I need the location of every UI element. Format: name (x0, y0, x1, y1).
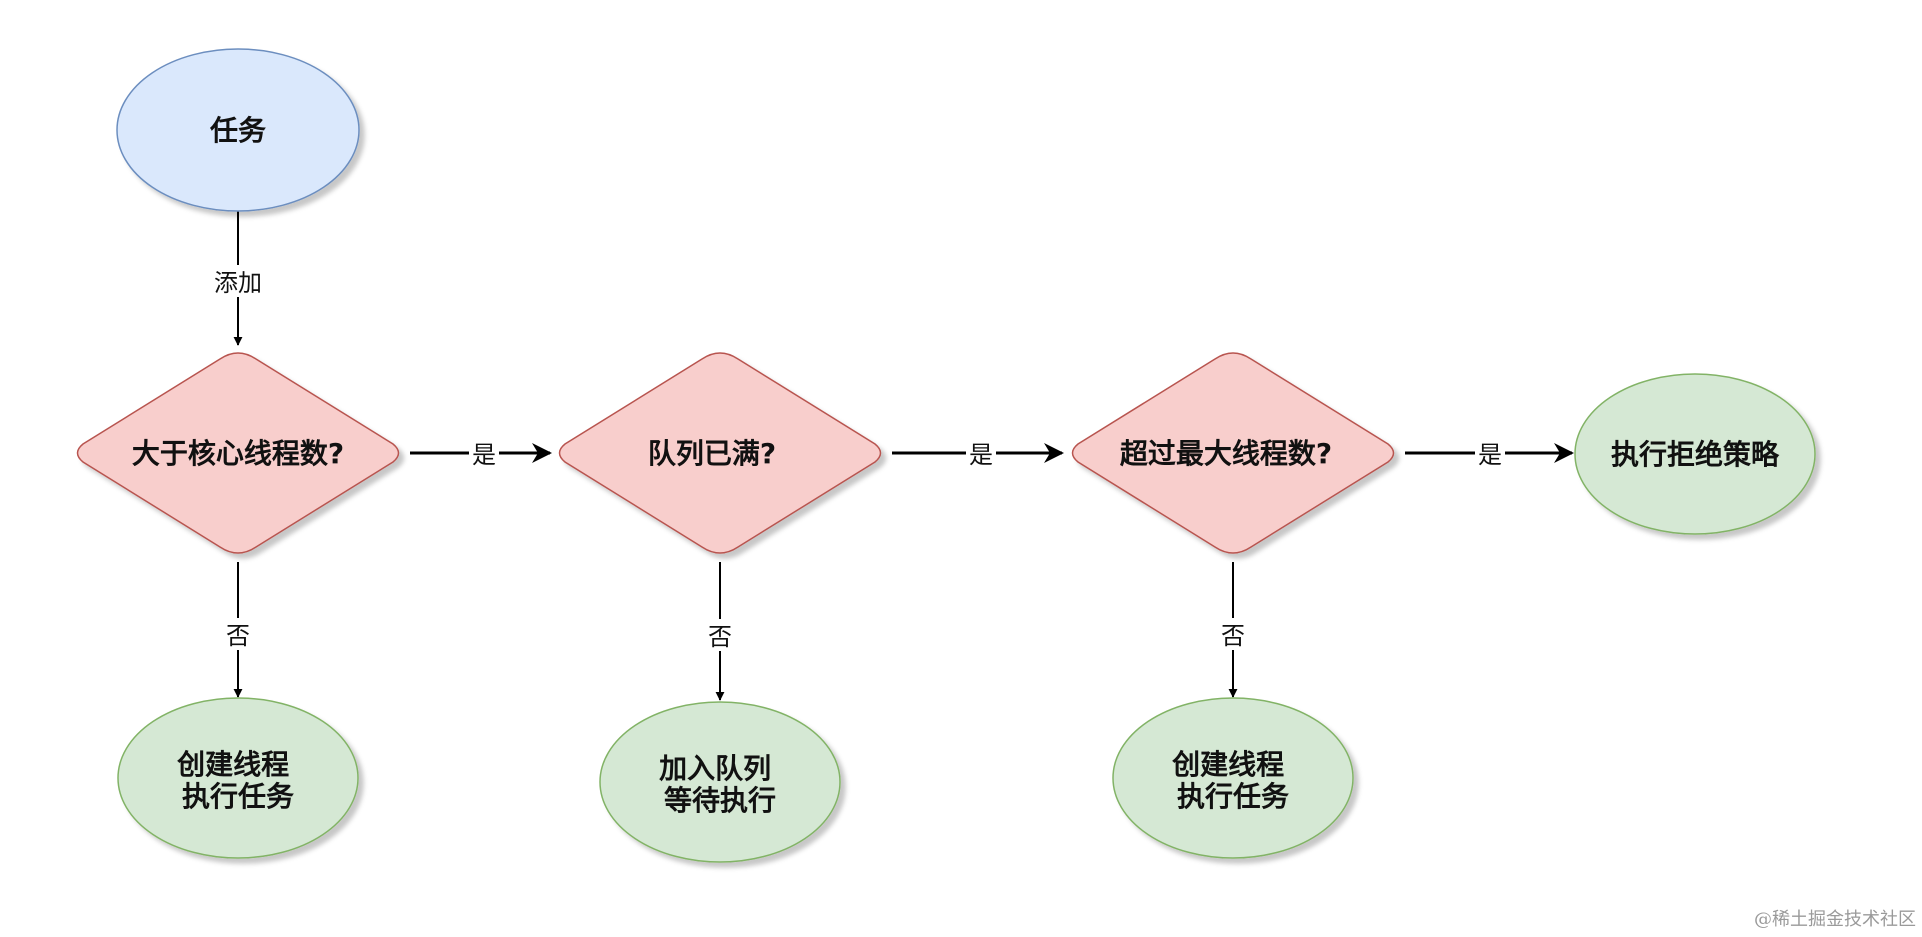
end-node-reject: 执行拒绝策略 (1574, 373, 1816, 535)
decision-core-threads: 大于核心线程数? (76, 352, 400, 554)
edge-yes-1: 是 (410, 437, 552, 469)
node-label: 执行拒绝策略 (1611, 438, 1780, 471)
decision-queue-full: 队列已满? (558, 352, 882, 554)
end-node-create-thread-1: 创建线程 执行任务 (117, 697, 359, 859)
node-label: 加入队列 等待执行 (659, 752, 781, 817)
node-label: 队列已满? (648, 437, 776, 470)
edge-no-2: 否 (704, 562, 736, 701)
edge-add: 添加 (210, 211, 266, 346)
edge-label-no-2: 否 (708, 623, 732, 651)
node-label: 创建线程 执行任务 (176, 748, 299, 813)
start-node-task: 任务 (116, 48, 360, 212)
edge-no-3: 否 (1217, 562, 1249, 698)
node-label: 大于核心线程数? (132, 437, 344, 470)
edge-label-yes-1: 是 (472, 441, 496, 469)
node-label: 任务 (209, 114, 266, 147)
edge-label-no-3: 否 (1221, 622, 1245, 650)
node-label: 创建线程 执行任务 (1171, 748, 1294, 813)
edge-label-add: 添加 (214, 269, 262, 297)
end-node-enqueue: 加入队列 等待执行 (599, 701, 841, 863)
edge-label-yes-2: 是 (969, 441, 993, 469)
edge-yes-3: 是 (1405, 437, 1574, 469)
edge-label-yes-3: 是 (1478, 441, 1502, 469)
edge-yes-2: 是 (892, 437, 1064, 469)
edge-label-no-1: 否 (226, 622, 250, 650)
watermark: @稀土掘金技术社区 (1754, 909, 1916, 930)
edge-no-1: 否 (222, 562, 254, 698)
end-node-create-thread-2: 创建线程 执行任务 (1112, 697, 1354, 859)
decision-max-threads: 超过最大线程数? (1071, 352, 1395, 554)
node-label: 超过最大线程数? (1120, 437, 1332, 470)
